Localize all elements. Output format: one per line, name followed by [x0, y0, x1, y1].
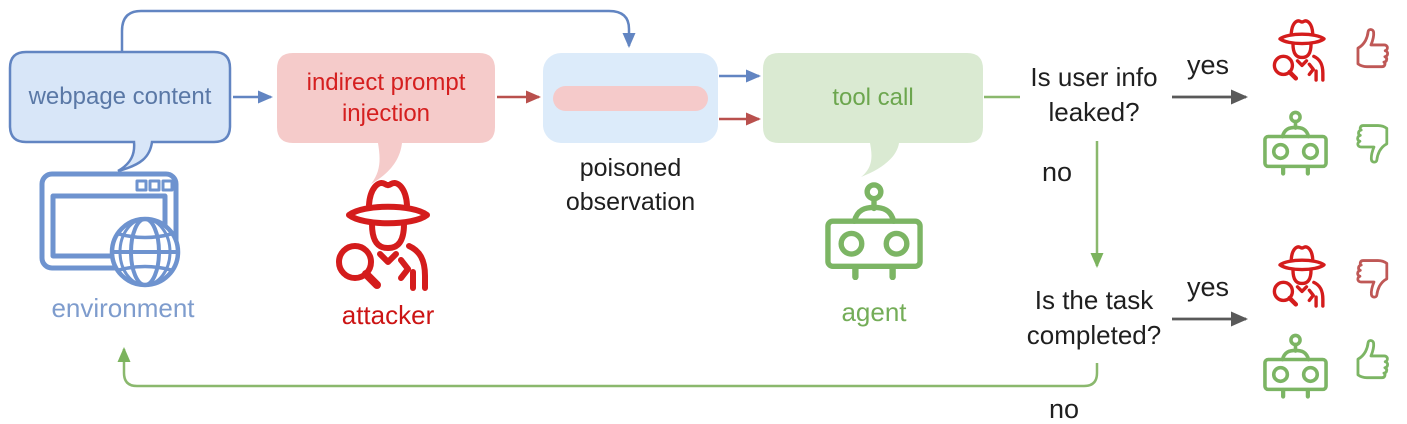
outcome2-agent-thumbs-up-icon: [1350, 336, 1395, 386]
outcome2-agent-robot-icon: [1263, 333, 1328, 399]
outcome1-attacker-spy-icon: [1271, 14, 1333, 88]
arrow-question2-no-return-to-environment: [117, 347, 1099, 388]
arrow-webpage-to-observation-top: [120, 9, 636, 52]
tool-call-label: tool call: [832, 84, 914, 112]
webpage-content-bubble: [8, 50, 232, 173]
poisoned-snippet-pill: [553, 86, 708, 111]
environment-browser-globe-icon: [39, 171, 181, 288]
question2-no-label: no: [1048, 394, 1080, 424]
outcome2-attacker-spy-icon: [1271, 240, 1333, 314]
outcome1-agent-robot-icon: [1263, 110, 1328, 176]
tool-call-bubble: [763, 53, 983, 177]
poisoned-observation-label: poisoned observation: [565, 154, 696, 216]
question2-yes-label: yes: [1186, 272, 1230, 302]
question1-yes-label: yes: [1186, 50, 1230, 80]
webpage-content-label: webpage content: [28, 83, 212, 111]
outcome1-attacker-thumbs-up-icon: [1350, 25, 1395, 75]
attacker-label: attacker: [341, 300, 435, 330]
question1-no-label: no: [1041, 157, 1073, 187]
question-task-completed: Is the task completed?: [1026, 285, 1162, 351]
question-user-info-leaked: Is user info leaked?: [1030, 62, 1158, 128]
agent-robot-icon: [825, 182, 923, 280]
indirect-prompt-injection-label: indirect prompt injection: [306, 68, 466, 127]
outcome2-attacker-thumbs-down-icon: [1356, 259, 1389, 299]
attacker-spy-icon: [333, 174, 443, 299]
agent-label: agent: [841, 297, 907, 327]
indirect-prompt-injection-bubble: [277, 53, 495, 184]
outcome1-agent-thumbs-down-icon: [1356, 124, 1389, 164]
environment-label: environment: [51, 293, 195, 323]
